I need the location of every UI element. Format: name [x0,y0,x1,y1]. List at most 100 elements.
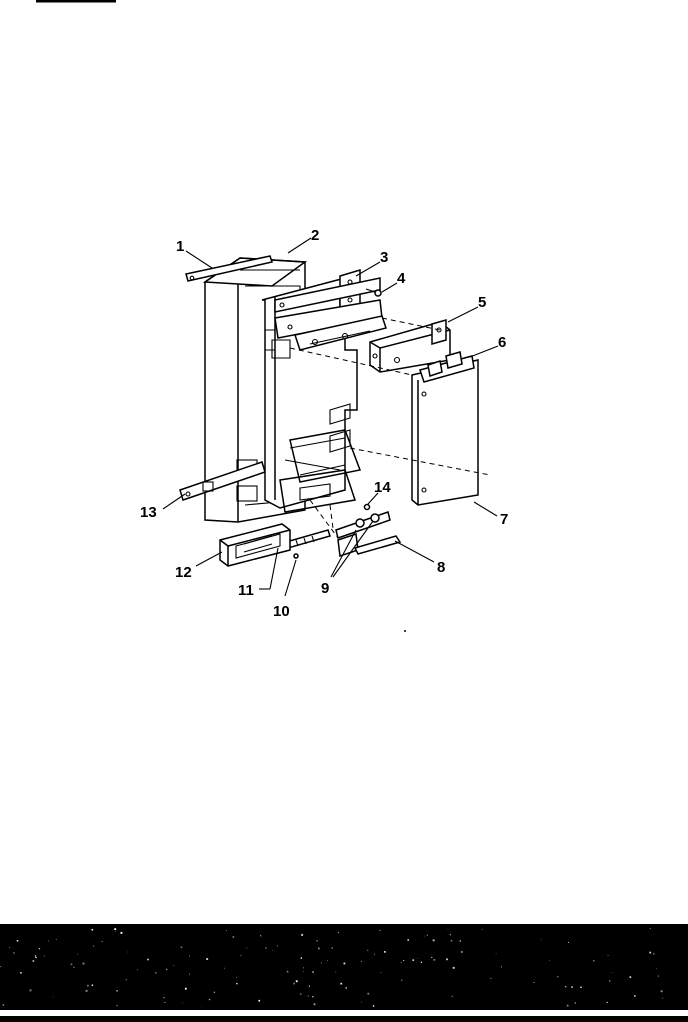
speckle [70,963,73,966]
speckle [335,971,337,973]
part-12-front-bezel [219,523,291,567]
speckle [180,946,183,949]
part-14-screw [363,503,371,511]
speckle [423,935,425,937]
scan-footer-band [0,924,688,1022]
stray-dot [404,630,406,632]
speckle [120,931,123,934]
speckle [361,1001,362,1003]
speckle [115,930,117,932]
speckle [318,947,320,950]
speckle [495,953,497,954]
speckle [337,932,339,934]
speckle [343,962,346,965]
speckle [571,986,573,988]
speckle [401,979,403,981]
speckle [660,990,663,993]
speckle [48,940,49,942]
speckle [459,940,461,942]
callout-5: 5 [478,294,486,311]
speckle [407,939,409,941]
speckle [403,960,405,961]
speckle [662,997,664,999]
speckle [566,1004,569,1007]
speckle [331,947,333,949]
alignment-lines [289,317,491,539]
speckle [580,986,582,988]
callout-7: 7 [500,511,508,528]
speckle [184,987,187,990]
speckle [649,951,652,954]
speckle [303,967,304,969]
speckle [173,965,175,966]
leader-lines [162,237,499,597]
speckle [272,950,273,951]
callout-11: 11 [238,582,254,599]
speckle [9,947,10,948]
speckle [35,956,37,959]
speckle [361,960,362,962]
speckle [446,958,448,961]
callout-9: 9 [321,580,329,597]
footer-speckles [0,928,664,1007]
speckle [91,929,94,931]
speckle [236,977,237,978]
speckle [224,967,225,969]
speckle [300,957,302,959]
speckle [533,982,535,983]
speckle [340,982,343,985]
speckle [101,941,103,943]
speckle [426,934,428,936]
speckle [136,969,138,971]
speckle [611,972,613,973]
speckle [295,980,298,983]
speckle [609,980,611,982]
speckle [461,951,463,953]
speckle [246,947,248,949]
speckle [0,966,2,968]
speckle [277,945,279,947]
speckle [432,939,435,942]
speckle [2,1004,5,1006]
speckle [127,951,129,953]
speckle [260,935,262,937]
speckle [449,934,451,936]
speckle [206,958,209,960]
speckle [557,975,559,978]
speckle [607,954,609,956]
speckle [38,948,41,950]
part-8-rod [353,535,402,555]
speckle [226,930,227,931]
speckle [372,1005,375,1007]
speckle [125,979,127,981]
speckle [286,970,289,973]
speckle [379,929,381,931]
speckle [147,958,149,961]
speckle [91,984,94,986]
speckle [73,966,75,968]
speckle [320,962,322,964]
speckle [412,959,415,961]
speckle [300,993,302,995]
speckle [116,990,118,992]
speckle [316,940,318,942]
speckle [374,953,375,955]
speckle [653,953,655,955]
callouts: 1 2 3 4 5 6 7 8 9 10 11 12 13 14 [140,227,508,620]
speckle [188,955,190,957]
speckle [549,960,550,961]
part-1-top-bracket [185,255,273,282]
speckle [213,991,215,993]
speckle [629,976,632,978]
speckle [400,962,402,964]
speckle [657,975,659,977]
speckle [293,982,295,985]
speckle [32,960,35,962]
speckle [87,984,89,987]
speckle [367,949,369,951]
speckle [312,996,314,998]
speckle [451,995,453,997]
speckle [163,997,165,999]
part-10-screw [293,553,299,559]
speckle [312,971,314,974]
